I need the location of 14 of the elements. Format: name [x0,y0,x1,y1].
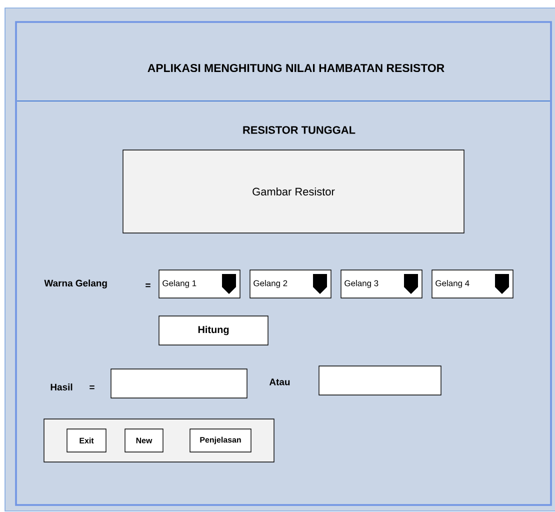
app-title: APLIKASI MENGHITUNG NILAI HAMBATAN RESISTOR [148,64,444,72]
dropdown: Gelang 3 [340,270,422,298]
button: Hitung [158,316,268,346]
field-label: Hasil [50,384,72,390]
input-field [110,368,248,398]
dropdown: Gelang 4 [432,270,514,298]
dropdown: Gelang 2 [250,270,332,298]
image-placeholder-box: Gambar Resistor [122,150,464,234]
equals-sign: = [90,386,94,390]
field-label: Warna Gelang [44,280,107,288]
dropdown: Gelang 1 [158,270,240,298]
input-field [318,366,442,396]
section-heading: RESISTOR TUNGGAL [243,126,356,134]
field-label: Atau [269,378,290,386]
